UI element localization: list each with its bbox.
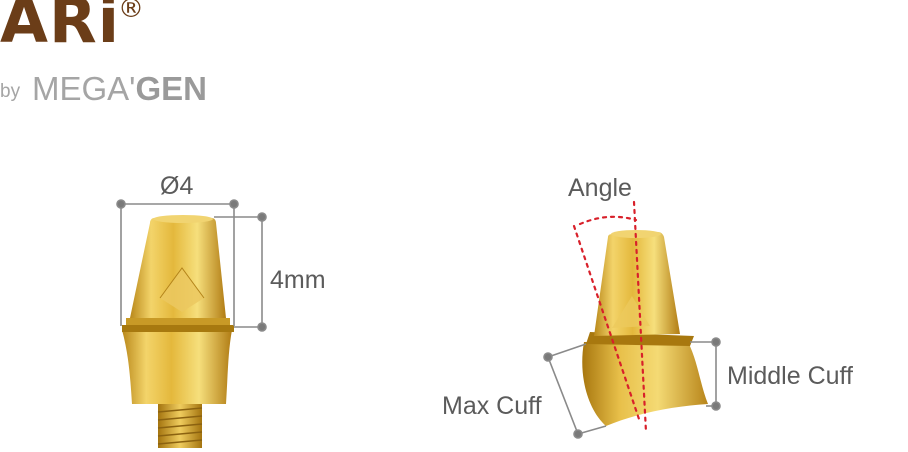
max-cuff-extension-top — [547, 343, 587, 358]
height-label: 4mm — [270, 266, 326, 294]
logo-brand-light: MEGA' — [32, 70, 136, 107]
abutment-facet-edge — [159, 267, 205, 299]
abutment-collar-groove — [122, 325, 234, 332]
angled-post — [594, 232, 680, 336]
logo-megagen-text: MEGA'GEN — [32, 72, 207, 105]
max-cuff-line — [547, 356, 579, 435]
logo-registered-mark: ® — [118, 0, 144, 24]
height-dot-bottom — [257, 322, 267, 332]
angled-dimensions — [543, 337, 721, 439]
angled-facet — [612, 296, 650, 328]
angle-arc — [578, 215, 638, 226]
abutment-cuff-body — [122, 330, 232, 404]
max-cuff-dot-bottom — [573, 429, 583, 439]
abutment-facet — [160, 268, 204, 312]
angled-cuff-body — [582, 342, 708, 426]
max-cuff-extension-bottom — [577, 425, 607, 435]
middle-cuff-dot-bottom — [711, 401, 721, 411]
logo-brand-bold: GEN — [135, 70, 207, 107]
height-dot-top — [257, 212, 267, 222]
max-cuff-label: Max Cuff — [442, 392, 542, 420]
abutment-collar-ring — [126, 318, 230, 326]
angle-axis-tilted — [572, 224, 642, 424]
angle-axis-vertical — [632, 200, 648, 434]
logo-by-text: by — [0, 81, 21, 102]
abutment-top — [153, 215, 213, 223]
angle-indicator — [572, 200, 648, 434]
max-cuff-dot-top — [543, 352, 553, 362]
middle-cuff-dot-top — [711, 337, 721, 347]
diameter-dot-left — [116, 199, 126, 209]
diameter-dot-right — [229, 199, 239, 209]
screw-threads — [157, 407, 203, 445]
straight-dimensions — [116, 199, 267, 332]
abutment-post — [130, 218, 226, 318]
middle-cuff-label: Middle Cuff — [727, 362, 853, 390]
diameter-label: Ø4 — [160, 172, 194, 200]
logo-ari-text: ARi — [0, 0, 120, 57]
angle-label: Angle — [568, 174, 632, 202]
straight-abutment — [122, 215, 234, 448]
angled-abutment — [582, 230, 708, 426]
